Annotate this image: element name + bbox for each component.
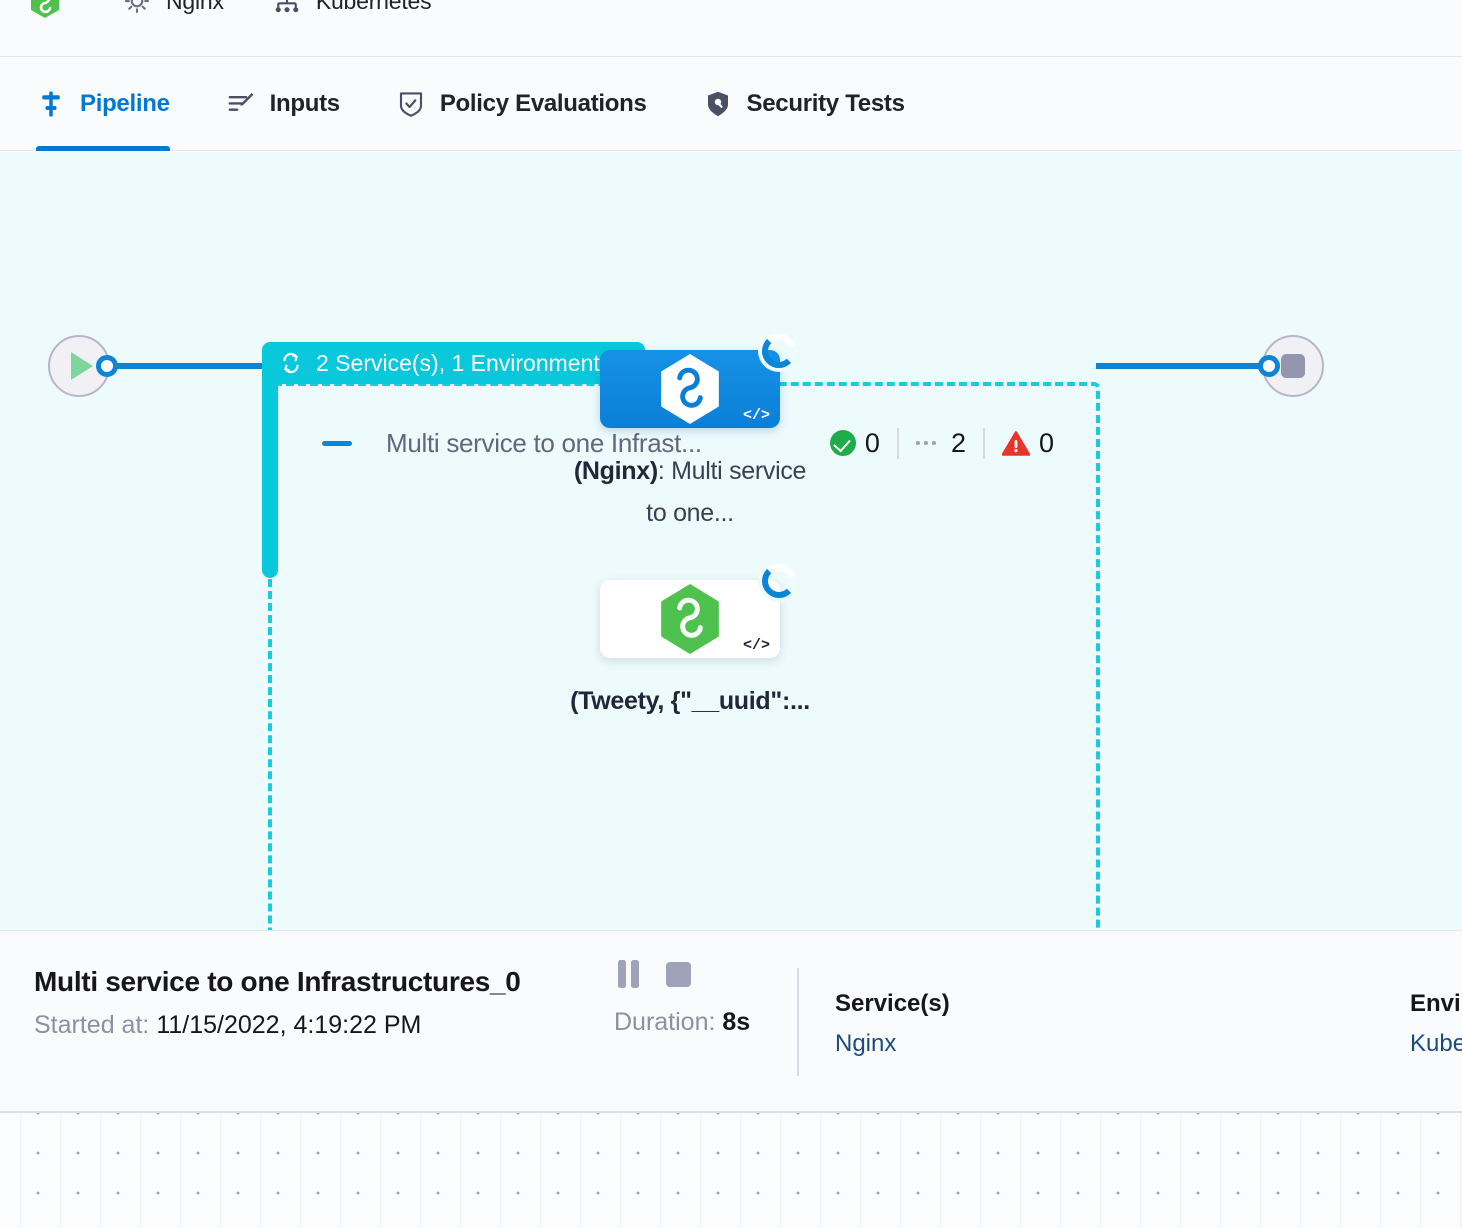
tab-policy-evaluations[interactable]: Policy Evaluations xyxy=(396,58,675,151)
kubernetes-icon xyxy=(275,0,299,13)
tab-bar: Pipeline Inputs Policy Evaluations Secur… xyxy=(0,58,1462,151)
tab-pipeline[interactable]: Pipeline xyxy=(36,58,198,151)
counter-success-value: 0 xyxy=(864,427,880,458)
stage-header-row[interactable]: Multi service to one Infrast... 0 2 0 xyxy=(322,422,1054,464)
service-group-header-label: 2 Service(s), 1 Environment(s) xyxy=(316,349,627,376)
step-label-rest: : Multi service to one... xyxy=(646,457,807,527)
started-at-label: Started at: xyxy=(34,1011,150,1039)
running-spinner-icon xyxy=(762,334,796,368)
pipeline-canvas[interactable]: 2 Service(s), 1 Environment(s) Multi ser… xyxy=(0,152,1462,930)
error-warning-icon xyxy=(1001,430,1030,456)
pause-icon[interactable] xyxy=(616,960,642,988)
breadcrumb-item-service[interactable]: Nginx xyxy=(122,0,224,16)
success-check-icon xyxy=(829,430,856,456)
pipeline-step-nginx[interactable]: </> (Nginx): Multi service to one... xyxy=(574,334,810,534)
pipeline-step-tweety[interactable]: </> (Tweety, {"__uuid":... xyxy=(570,564,810,722)
environments-value[interactable]: Kube xyxy=(1410,1030,1462,1057)
stop-icon[interactable] xyxy=(666,962,691,987)
tab-label: Pipeline xyxy=(80,90,170,117)
tab-security-tests[interactable]: Security Tests xyxy=(703,58,933,151)
inputs-icon xyxy=(228,93,254,111)
breadcrumb-item-label: Nginx xyxy=(166,0,224,14)
breadcrumb-item-environment[interactable]: Kubernetes xyxy=(272,0,432,16)
code-view-icon[interactable]: </> xyxy=(742,407,770,424)
pipeline-end-node[interactable] xyxy=(1262,335,1324,397)
execution-info-bar: Multi service to one Infrastructures_0 S… xyxy=(0,930,1462,1113)
breadcrumb-item-project[interactable] xyxy=(30,0,74,18)
duration-value: 8s xyxy=(722,1008,751,1036)
duration-label: Duration: xyxy=(614,1008,716,1036)
environments-column: Envi Kube xyxy=(1410,990,1462,1058)
start-connector-dot[interactable] xyxy=(96,355,118,377)
running-spinner-icon xyxy=(762,564,796,598)
services-title: Service(s) xyxy=(835,990,950,1017)
service-group-left-bar xyxy=(262,380,278,578)
loop-repeat-icon xyxy=(283,352,299,374)
tab-label: Inputs xyxy=(269,90,341,117)
breadcrumb: Nginx Kubernetes xyxy=(0,0,1462,57)
tab-label: Security Tests xyxy=(746,90,905,117)
info-divider xyxy=(797,968,799,1076)
shield-lock-icon xyxy=(707,91,728,117)
harness-hexagon-icon xyxy=(31,0,59,18)
step-label: (Tweety, {"__uuid":... xyxy=(570,680,810,722)
play-icon xyxy=(70,352,93,380)
tab-inputs[interactable]: Inputs xyxy=(226,58,368,151)
counter-running: 2 xyxy=(896,427,983,459)
services-value[interactable]: Nginx xyxy=(835,1030,897,1057)
service-group-header[interactable]: 2 Service(s), 1 Environment(s) xyxy=(262,342,645,384)
execution-controls xyxy=(616,960,691,988)
step-label: (Nginx): Multi service to one... xyxy=(570,450,810,534)
services-column: Service(s) Nginx xyxy=(835,990,950,1058)
breadcrumb-item-label: Kubernetes xyxy=(315,0,432,14)
harness-hexagon-icon xyxy=(661,354,719,424)
collapse-dash-icon[interactable] xyxy=(322,440,352,446)
execution-duration: Duration: 8s xyxy=(614,1008,750,1037)
canvas-grid-background xyxy=(0,1113,1462,1228)
stop-square-icon xyxy=(1281,354,1305,378)
environments-title: Envi xyxy=(1410,990,1461,1017)
step-card[interactable]: </> xyxy=(600,334,796,428)
execution-title: Multi service to one Infrastructures_0 xyxy=(34,966,521,997)
code-view-icon[interactable]: </> xyxy=(742,637,770,654)
end-connector-dot[interactable] xyxy=(1258,355,1280,377)
started-at-value: 11/15/2022, 4:19:22 PM xyxy=(156,1011,422,1039)
step-label-bold: (Tweety, {"__uuid":... xyxy=(570,687,810,715)
counter-error-value: 0 xyxy=(1038,427,1054,458)
stage-status-counters: 0 2 0 xyxy=(829,423,1054,463)
stage-title: Multi service to one Infrast... xyxy=(386,427,702,458)
step-card[interactable]: </> xyxy=(600,564,796,658)
gear-icon xyxy=(124,0,150,14)
tab-label: Policy Evaluations xyxy=(439,90,647,117)
counter-running-value: 2 xyxy=(950,427,966,458)
harness-hexagon-icon xyxy=(661,584,719,654)
edge-start-to-group xyxy=(108,363,273,369)
execution-started-at: Started at: 11/15/2022, 4:19:22 PM xyxy=(34,1011,421,1040)
running-dots-icon xyxy=(915,441,942,445)
edge-group-to-end xyxy=(1096,363,1276,369)
pipeline-icon xyxy=(42,91,60,117)
counter-error: 0 xyxy=(982,427,1054,459)
shield-check-icon xyxy=(399,92,422,117)
counter-success: 0 xyxy=(829,427,897,459)
step-label-bold: (Nginx) xyxy=(573,457,658,485)
